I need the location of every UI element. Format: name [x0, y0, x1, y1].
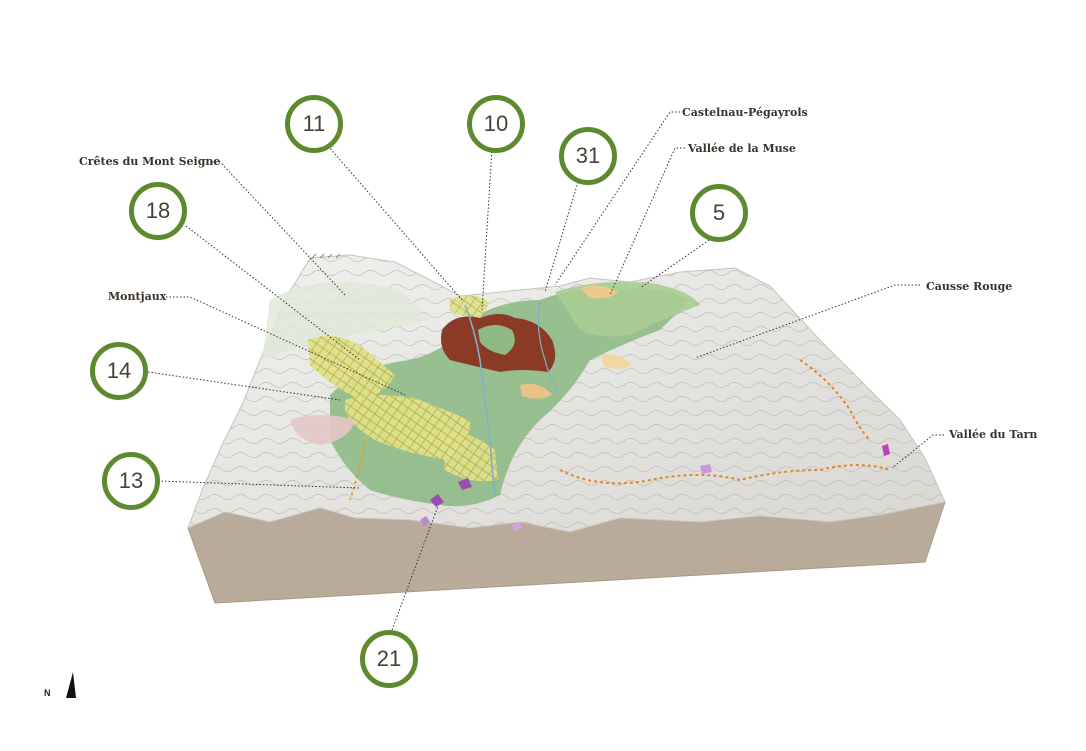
boundary-line — [799, 359, 871, 441]
leader-castelnau — [554, 111, 680, 286]
badge-18: 18 — [129, 182, 187, 240]
leader-5 — [639, 237, 713, 289]
badge-5: 5 — [690, 184, 748, 242]
leader-cretes — [212, 161, 346, 296]
orange-patch — [520, 383, 552, 399]
badge-10: 10 — [467, 95, 525, 153]
label-montjaux: Montjaux — [108, 290, 167, 303]
leader-tarn — [891, 434, 944, 469]
badge-14: 14 — [90, 342, 148, 400]
river — [464, 304, 496, 496]
leader-11 — [327, 145, 463, 301]
leader-21 — [391, 505, 439, 631]
orange-patch — [580, 285, 618, 299]
leader-10 — [481, 147, 493, 311]
hatched-zone — [308, 336, 395, 400]
leader-lines — [147, 111, 944, 631]
forest-inlet — [478, 325, 515, 355]
purple-patch — [512, 522, 523, 531]
badge-21: 21 — [360, 630, 418, 688]
hatched-zone — [450, 295, 490, 318]
pink-zone — [290, 415, 355, 445]
purple-patch — [430, 494, 444, 507]
leader-14 — [147, 371, 341, 401]
label-causse-rouge: Causse Rouge — [926, 280, 1013, 293]
purple-patch — [882, 444, 890, 456]
purple-patch — [458, 478, 472, 490]
purple-patch — [700, 464, 712, 474]
north-indicator: N — [42, 670, 82, 700]
leader-causse — [694, 284, 920, 359]
hatched-zone — [345, 395, 470, 460]
leader-18 — [185, 225, 361, 361]
orange-patch — [600, 354, 632, 369]
fence-mark — [311, 253, 341, 259]
label-cretes-du-mont-seigne: Crêtes du Mont Seigne — [79, 155, 221, 168]
hatched-zone — [440, 430, 498, 482]
north-arrow-icon — [66, 672, 76, 698]
leader-13 — [157, 480, 361, 489]
leader-montjaux — [166, 296, 406, 396]
boundary-line — [349, 439, 366, 501]
boundary-line — [559, 464, 891, 485]
badge-31: 31 — [559, 127, 617, 185]
badge-11: 11 — [285, 95, 343, 153]
meadow-zone — [262, 282, 430, 360]
badge-13: 13 — [102, 452, 160, 510]
river — [537, 299, 561, 396]
label-castelnau-pegayrols: Castelnau-Pégayrols — [682, 106, 808, 119]
label-vallee-du-tarn: Vallée du Tarn — [949, 428, 1038, 441]
purple-patch — [420, 516, 430, 526]
leader-31 — [544, 181, 579, 293]
label-vallee-de-la-muse: Vallée de la Muse — [688, 142, 796, 155]
north-label: N — [44, 688, 51, 698]
